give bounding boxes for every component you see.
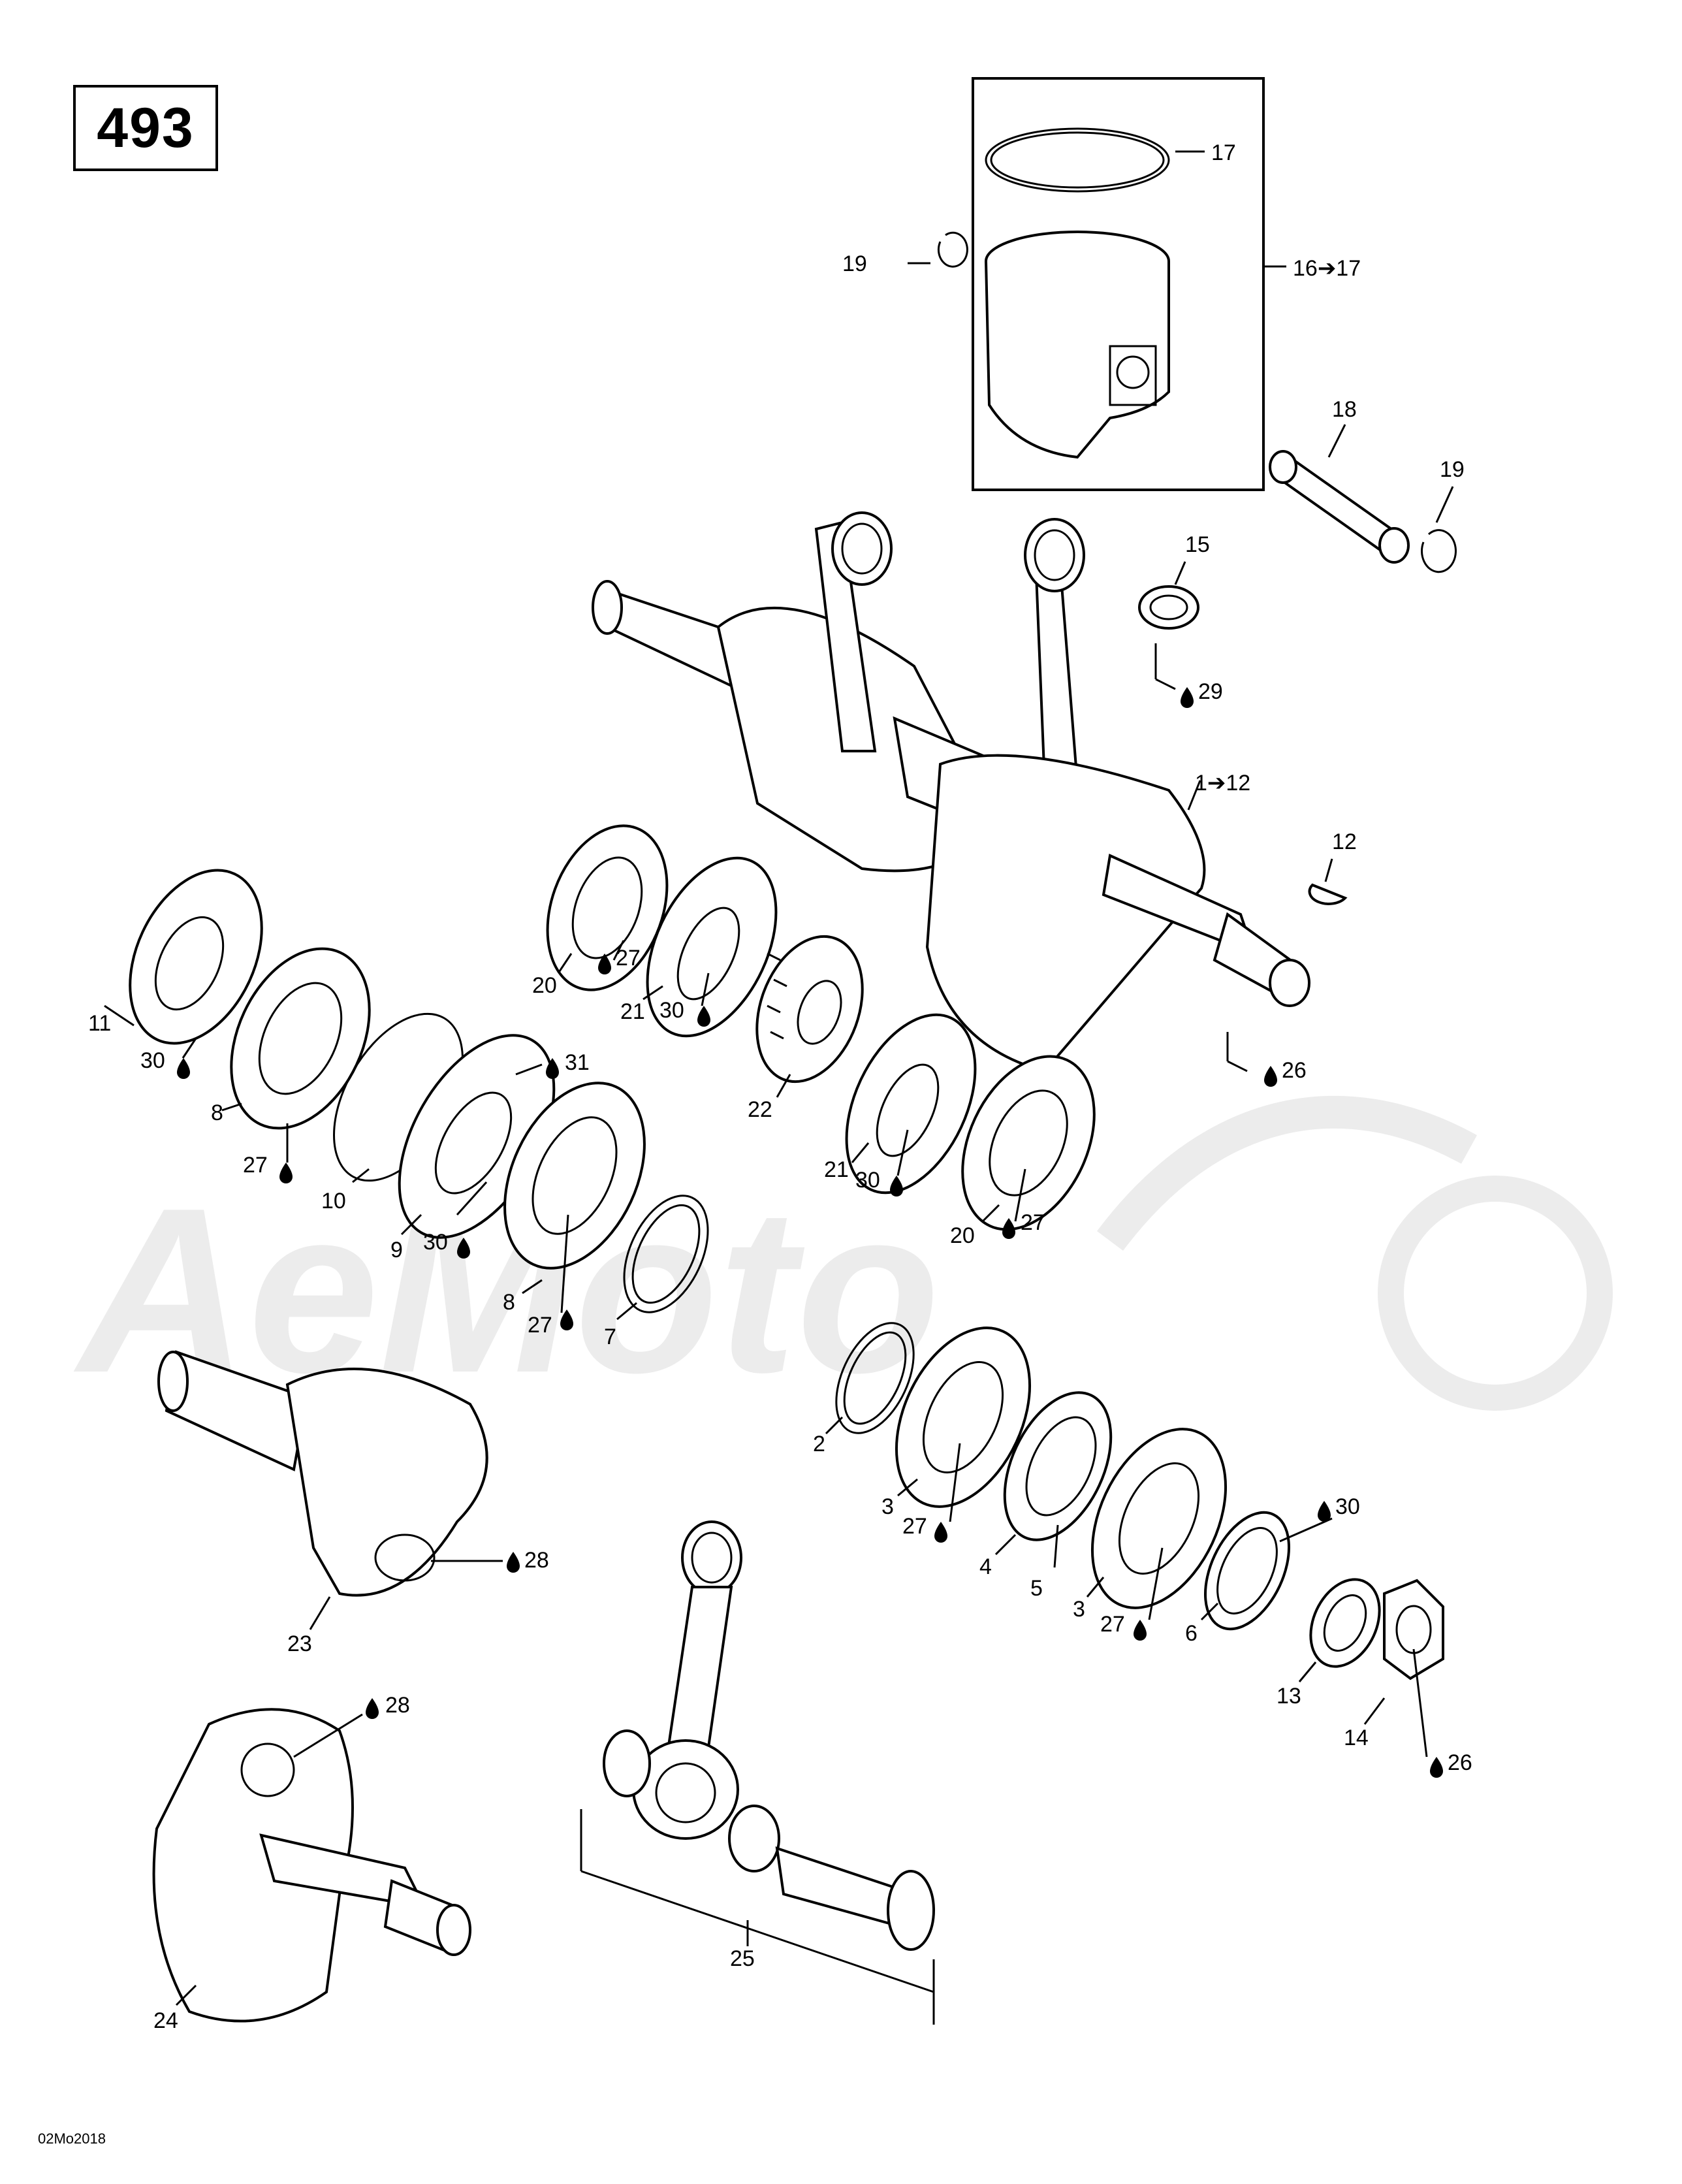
part-label-24: 24 xyxy=(153,2008,178,2033)
part-label-8: 8 xyxy=(211,1100,223,1125)
oil-seal-icon xyxy=(646,856,778,1038)
part-label-26: 26 xyxy=(1282,1058,1307,1083)
part-label-21: 21 xyxy=(620,999,645,1024)
watermark-motorcycle-icon xyxy=(1097,1095,1478,1251)
part-label-27: 27 xyxy=(902,1514,927,1539)
lock-washer-icon xyxy=(1309,1578,1381,1668)
needle-bearing-icon xyxy=(1138,585,1199,630)
part-label-27: 27 xyxy=(1100,1612,1125,1637)
part-label-5: 5 xyxy=(1030,1576,1043,1601)
watermark-wheel-icon xyxy=(1378,1176,1613,1411)
ball-bearing-icon xyxy=(1090,1428,1228,1609)
crankshaft-assembly-icon xyxy=(592,511,1310,1073)
part-label-20: 20 xyxy=(532,973,557,998)
part-label-3: 3 xyxy=(881,1494,894,1519)
piston-kit-box xyxy=(972,77,1265,491)
part-label-4: 4 xyxy=(979,1554,992,1579)
oil-drop-icon xyxy=(598,954,611,974)
oil-drop-icon xyxy=(1134,1620,1147,1641)
part-label-30: 30 xyxy=(659,998,684,1023)
piston-ring-icon xyxy=(985,127,1170,193)
part-label-28: 28 xyxy=(385,1693,410,1718)
part-label-31: 31 xyxy=(565,1050,590,1075)
part-label-12: 12 xyxy=(1332,829,1357,854)
drawing-code: 02Mo2018 xyxy=(38,2130,106,2147)
woodruff-key-icon xyxy=(1308,883,1348,905)
part-label-7: 7 xyxy=(604,1325,616,1349)
part-label-3: 3 xyxy=(1073,1597,1085,1622)
part-label-26: 26 xyxy=(1448,1750,1472,1775)
part-label-25: 25 xyxy=(730,1946,755,1971)
part-label-21: 21 xyxy=(824,1157,849,1182)
crank-half-icon xyxy=(157,1350,488,1597)
nut-icon xyxy=(1383,1579,1444,1680)
part-label-14: 14 xyxy=(1344,1726,1369,1750)
oil-seal-icon xyxy=(1203,1511,1291,1631)
shim-icon xyxy=(835,1322,915,1434)
part-label-17: 17 xyxy=(1211,140,1236,165)
oil-seal-icon xyxy=(129,869,263,1045)
oil-drop-icon xyxy=(1002,1218,1015,1239)
part-label-2: 2 xyxy=(813,1432,825,1456)
part-label-15: 15 xyxy=(1185,532,1210,557)
shim-icon xyxy=(623,1195,709,1313)
part-label-22: 22 xyxy=(748,1097,772,1122)
part-label-11: 11 xyxy=(88,1011,111,1036)
part-label-19: 19 xyxy=(842,251,867,276)
part-label-9: 9 xyxy=(390,1238,403,1262)
part-label-27: 27 xyxy=(243,1153,268,1178)
ball-bearing-icon xyxy=(895,1326,1032,1508)
ball-bearing-icon xyxy=(503,1082,646,1270)
part-label-30: 30 xyxy=(423,1230,448,1255)
piston-pin-icon xyxy=(1269,450,1410,564)
part-label-23: 23 xyxy=(287,1631,312,1656)
ball-bearing-icon xyxy=(961,1055,1096,1231)
part-label-6: 6 xyxy=(1185,1621,1198,1646)
oil-drop-icon xyxy=(546,1058,559,1079)
part-label-8: 8 xyxy=(503,1290,515,1315)
spacer-icon xyxy=(1003,1391,1113,1541)
part-label-20: 20 xyxy=(950,1223,975,1248)
oil-drop-icon xyxy=(890,1176,903,1196)
page-number-box: 493 xyxy=(73,85,218,171)
part-label-1: 1➔12 xyxy=(1195,771,1250,795)
oil-drop-icon xyxy=(507,1552,520,1573)
part-label-19: 19 xyxy=(1440,457,1465,482)
helical-gear-icon xyxy=(755,935,864,1084)
oil-drop-icon xyxy=(366,1698,379,1719)
part-label-30: 30 xyxy=(855,1168,880,1193)
oil-drop-icon xyxy=(177,1058,190,1079)
crank-half-icon xyxy=(152,1708,471,2023)
oil-drop-icon xyxy=(1181,687,1194,708)
part-label-10: 10 xyxy=(321,1189,346,1213)
piston-icon xyxy=(985,231,1170,459)
part-label-27: 27 xyxy=(528,1313,552,1338)
oil-drop-icon xyxy=(457,1238,470,1259)
oil-drop-icon xyxy=(697,1006,710,1027)
circlip-icon xyxy=(937,231,968,268)
oil-drop-icon xyxy=(1264,1066,1277,1087)
oil-drop-icon xyxy=(279,1163,293,1183)
part-label-16: 16➔17 xyxy=(1293,256,1361,281)
part-label-29: 29 xyxy=(1198,679,1223,704)
part-label-30: 30 xyxy=(1335,1494,1360,1519)
oil-seal-icon xyxy=(845,1013,977,1195)
oil-drop-icon xyxy=(560,1309,573,1330)
part-label-27: 27 xyxy=(616,946,641,971)
oil-drop-icon xyxy=(1318,1501,1331,1522)
page-number: 493 xyxy=(97,96,195,159)
oil-drop-icon xyxy=(1430,1757,1443,1778)
part-label-28: 28 xyxy=(524,1548,549,1573)
part-label-13: 13 xyxy=(1277,1684,1301,1709)
part-label-30: 30 xyxy=(140,1048,165,1073)
part-label-18: 18 xyxy=(1332,397,1357,422)
part-label-27: 27 xyxy=(1021,1210,1045,1235)
circlip-icon xyxy=(1421,529,1457,573)
connecting-rod-icon xyxy=(603,1520,935,1951)
ball-bearing-icon xyxy=(230,947,371,1130)
oil-drop-icon xyxy=(934,1522,947,1543)
